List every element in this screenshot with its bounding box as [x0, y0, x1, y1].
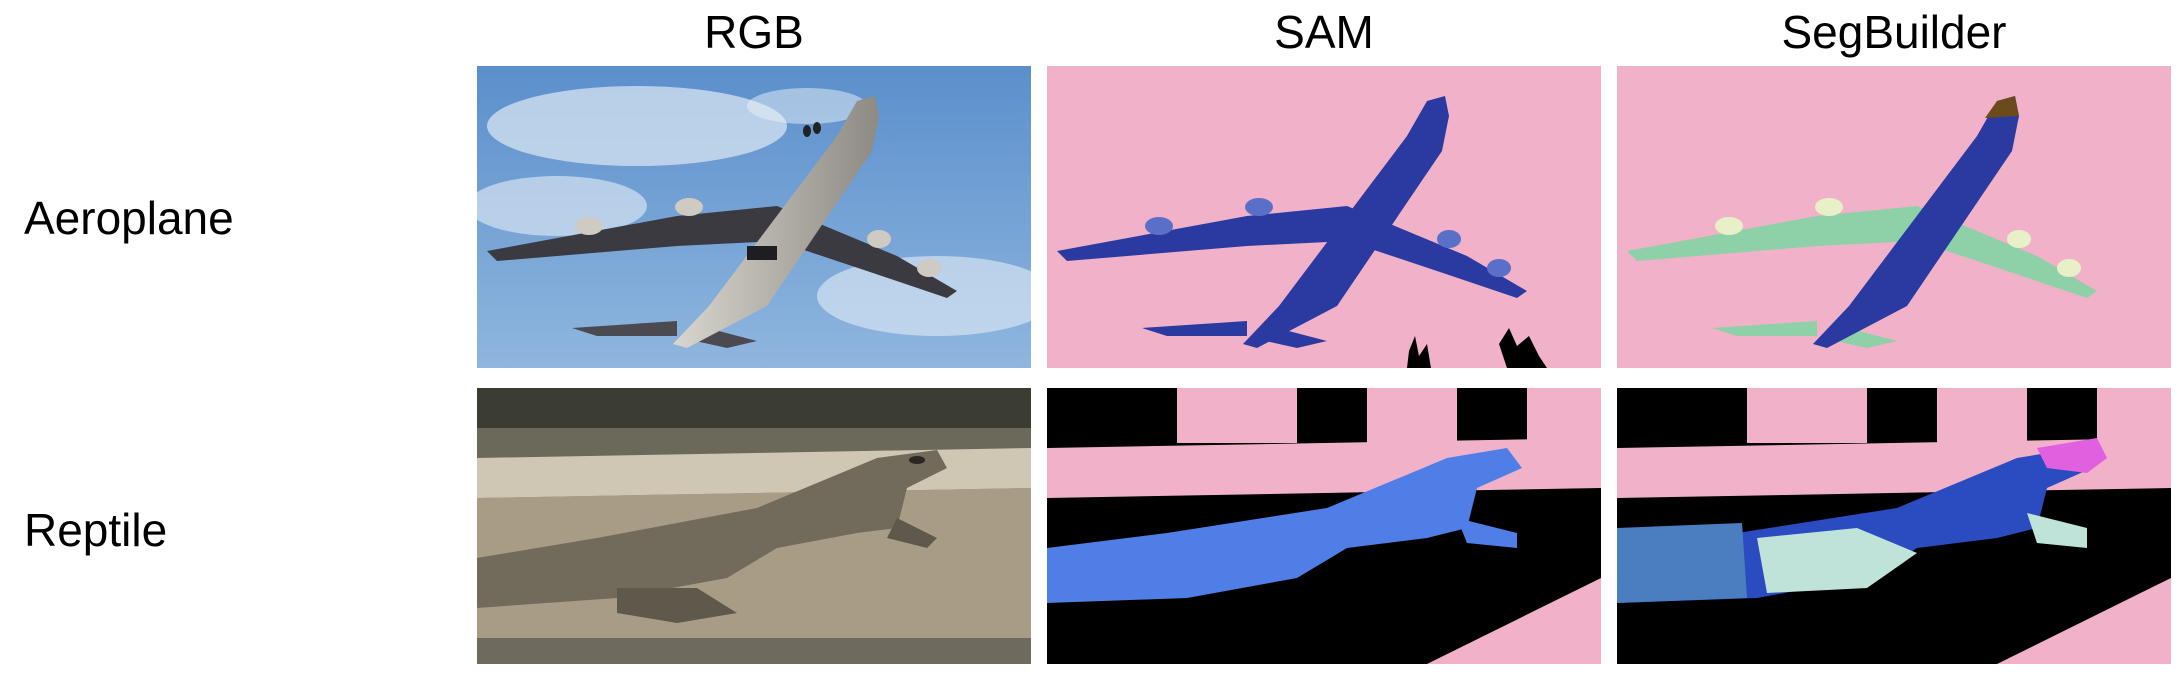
row-label-reptile: Reptile [24, 504, 168, 556]
column-header-rgb: RGB [704, 6, 804, 58]
aeroplane-segbuilder-mask [1617, 66, 2171, 368]
reptile-segbuilder-mask [1617, 388, 2171, 664]
aeroplane-rgb-image [477, 66, 1031, 368]
column-header-segbuilder: SegBuilder [1781, 6, 2007, 58]
aeroplane-segbuilder-image [1617, 66, 2171, 368]
aeroplane-sam-mask [1047, 66, 1601, 368]
row-label-aeroplane: Aeroplane [24, 192, 234, 244]
aeroplane-sam-image [1047, 66, 1601, 368]
reptile-sam-mask [1047, 388, 1601, 664]
aeroplane-photo [477, 66, 1031, 368]
reptile-segbuilder-image [1617, 388, 2171, 664]
reptile-sam-image [1047, 388, 1601, 664]
column-header-sam: SAM [1274, 6, 1374, 58]
reptile-photo [477, 388, 1031, 664]
reptile-rgb-image [477, 388, 1031, 664]
